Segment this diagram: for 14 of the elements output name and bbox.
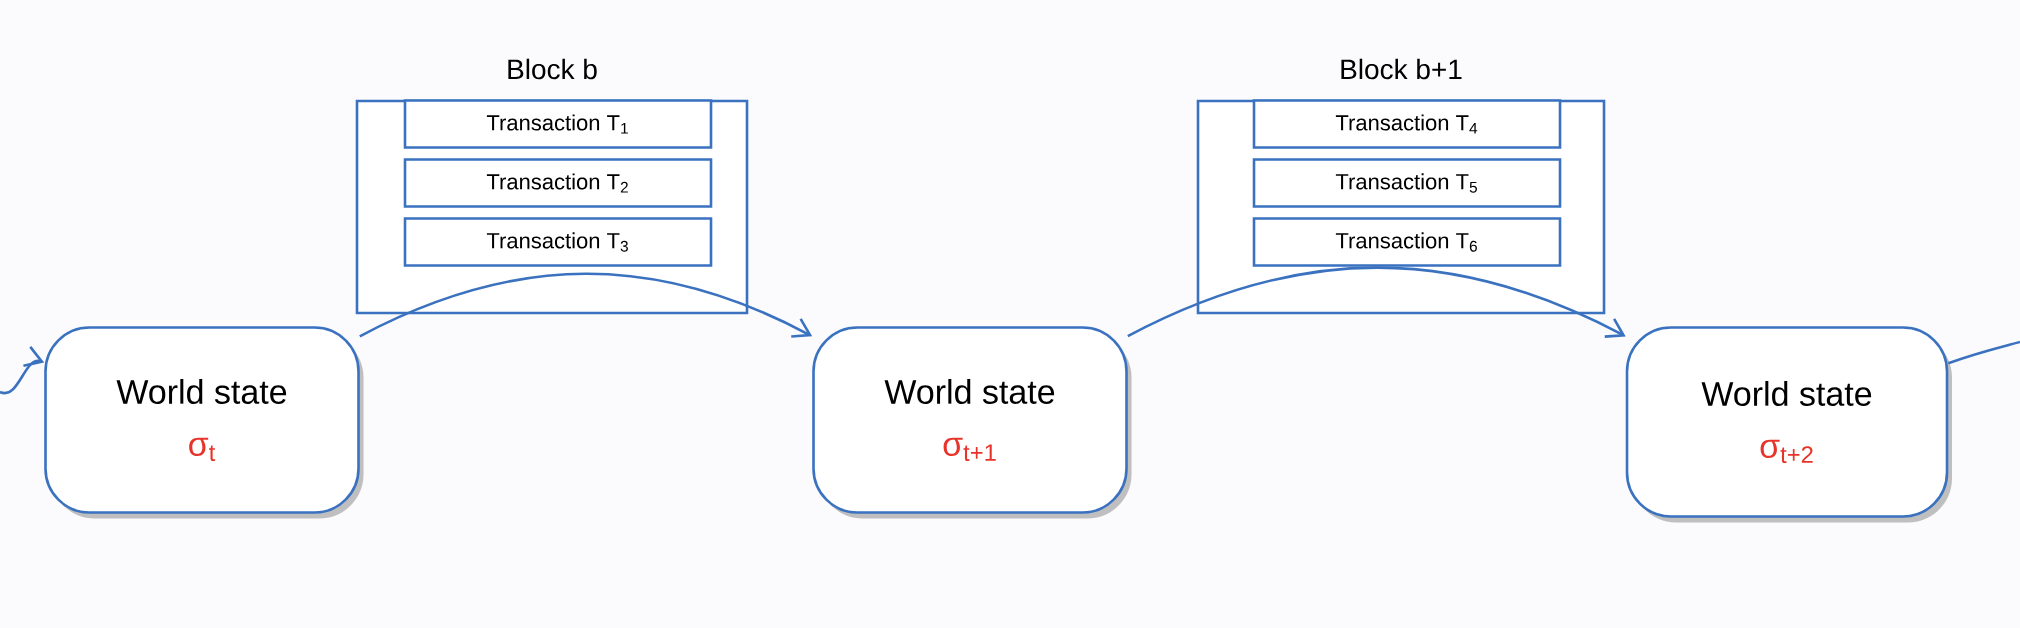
arrow [359, 272, 813, 338]
state-box: World state σ$_{t+2}$ [1625, 326, 1952, 523]
transaction-box: Transaction T$_{2}$ [403, 158, 713, 208]
arrow [1127, 266, 1626, 338]
transaction-box: Transaction T$_{5}$ [1252, 158, 1562, 208]
transaction-box: Transaction T$_{6}$ [1252, 217, 1562, 267]
arrow [0, 346, 45, 395]
block-title: Block b [508, 58, 597, 80]
block-title: Block b+1 [1341, 58, 1462, 80]
state-box: World state σ$_{t}$ [44, 326, 364, 519]
transaction-box: Transaction T$_{4}$ [1252, 99, 1562, 149]
transaction-box: Transaction T$_{3}$ [403, 217, 713, 267]
state-box: World state σ$_{t+1}$ [812, 326, 1132, 519]
transaction-box: Transaction T$_{1}$ [403, 99, 713, 149]
